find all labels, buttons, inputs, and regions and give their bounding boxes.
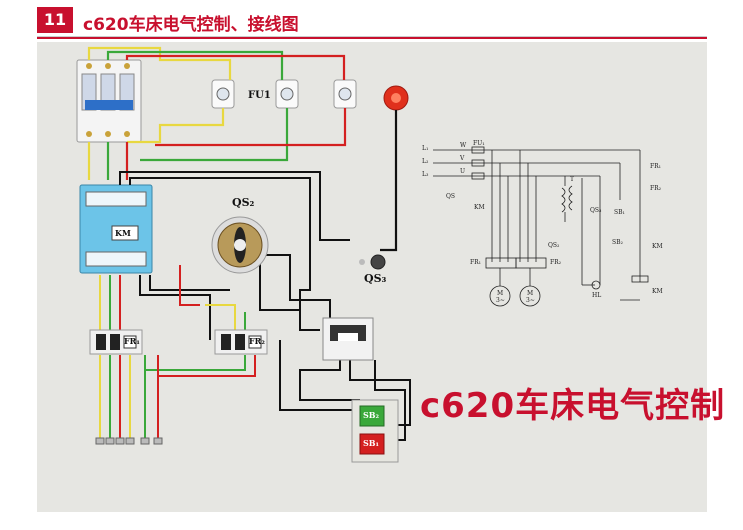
diagram-caption: c620车床电气控制 <box>420 386 726 426</box>
sch-fr2r: FR₂ <box>650 185 662 192</box>
section-number: 11 <box>37 7 73 33</box>
sch-w: W <box>460 142 467 149</box>
sch-m2: M <box>527 290 534 297</box>
sb2-label: SB₂ <box>363 410 380 420</box>
sch-fr2: FR₂ <box>550 259 562 266</box>
sch-t: T <box>570 176 575 183</box>
sch-qs2: QS₂ <box>548 242 560 249</box>
toggle-switch <box>370 254 386 270</box>
sch-l2: L₂ <box>422 158 429 165</box>
sch-fu1: FU₁ <box>473 140 485 147</box>
sch-m2s: 3~ <box>526 297 535 304</box>
sch-qs: QS <box>446 193 456 200</box>
section-title: c620车床电气控制、接线图 <box>83 15 299 35</box>
fr1-label: FR₁ <box>124 336 140 346</box>
sch-km: KM <box>474 204 485 211</box>
section-header: 11 c620车床电气控制、接线图 <box>37 7 707 39</box>
qs3-label: QS₃ <box>364 272 387 285</box>
sch-sb1: SB₁ <box>614 209 625 216</box>
schematic-drawing <box>433 146 649 307</box>
sch-m1: M <box>497 290 504 297</box>
sch-kmr: KM <box>652 243 663 250</box>
sch-fr1: FR₁ <box>470 259 482 266</box>
fuse-1 <box>211 79 235 109</box>
sch-l3: L₃ <box>422 171 429 178</box>
fu1-label: FU1 <box>248 90 271 101</box>
thermal-relay-1 <box>89 329 143 355</box>
sch-qs3: QS₃ <box>590 207 602 214</box>
fr2-label: FR₂ <box>249 336 265 346</box>
sch-fr1r: FR₁ <box>650 163 662 170</box>
sb1-label: SB₁ <box>363 438 380 448</box>
sch-l1: L₁ <box>422 145 429 152</box>
sch-kmc: KM <box>652 288 663 295</box>
fuse-2 <box>275 79 299 109</box>
qs2-label: QS₂ <box>232 196 255 209</box>
sch-hl: HL <box>592 292 602 299</box>
sch-v: V <box>460 155 465 162</box>
sch-u: U <box>460 168 466 175</box>
km-label: KM <box>115 228 131 238</box>
fuse-3 <box>333 79 357 109</box>
thermal-relay-2 <box>214 329 268 355</box>
sch-sb2: SB₂ <box>612 239 623 246</box>
rotary-switch <box>211 216 269 274</box>
sch-m1s: 3~ <box>496 297 505 304</box>
